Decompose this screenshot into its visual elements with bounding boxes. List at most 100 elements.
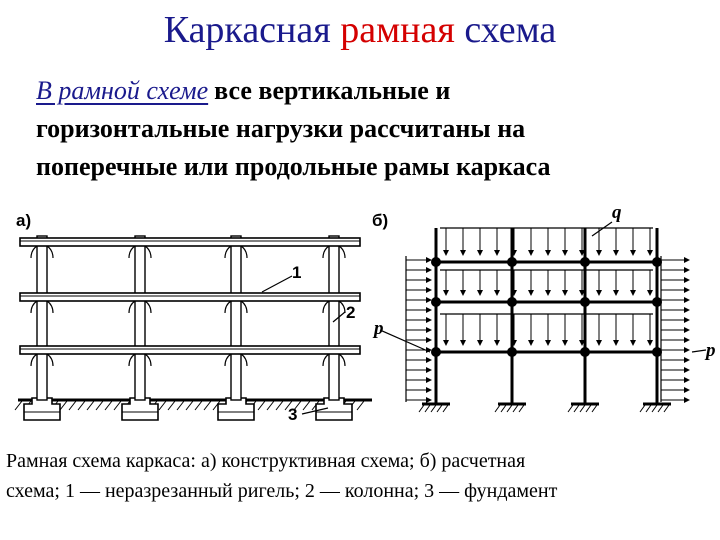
rigid-joint (652, 257, 662, 267)
load-arrowhead (613, 250, 619, 256)
load-arrowhead (460, 290, 466, 296)
column (328, 235, 340, 401)
label-3: 3 (288, 405, 297, 424)
load-arrowhead (596, 250, 602, 256)
girder (19, 237, 361, 247)
wind-arrowhead (684, 387, 690, 393)
support-hatch (579, 404, 586, 413)
support-hatch (430, 404, 437, 413)
hatch-stroke (284, 400, 293, 411)
wind-arrowhead (684, 397, 690, 403)
hatch-stroke (77, 400, 86, 411)
label-1: 1 (292, 263, 301, 282)
hatch-stroke (185, 400, 194, 411)
support-hatch (512, 404, 519, 413)
foundation (315, 397, 353, 421)
load-arrowhead (596, 290, 602, 296)
load-arrowhead (443, 340, 449, 346)
hatch-stroke (95, 400, 104, 411)
label-2: 2 (346, 303, 355, 322)
hatch-stroke (293, 400, 302, 411)
wind-arrowhead (684, 297, 690, 303)
support-hatch (651, 404, 658, 413)
load-arrowhead (596, 340, 602, 346)
intro-term: В рамной схеме (36, 76, 209, 105)
load-arrowhead (613, 340, 619, 346)
load-arrowhead (630, 340, 636, 346)
hatch-stroke (158, 400, 167, 411)
support-hatch (418, 404, 425, 413)
wind-arrowhead (426, 297, 432, 303)
hatch-stroke (14, 400, 23, 411)
figure-b: б) q p p (372, 202, 716, 413)
rigid-joint (507, 347, 517, 357)
load-arrowhead (443, 250, 449, 256)
wind-arrowhead (426, 377, 432, 383)
load-arrowhead (477, 250, 483, 256)
support-hatch (573, 404, 580, 413)
label-p-leader (379, 329, 431, 353)
load-arrowhead (562, 340, 568, 346)
hatch-stroke (59, 400, 68, 411)
support-hatch (442, 404, 449, 413)
hatch-stroke (104, 400, 113, 411)
wind-arrowhead (426, 257, 432, 263)
hatch-stroke (68, 400, 77, 411)
load-arrowhead (528, 250, 534, 256)
fixed-supports (418, 402, 671, 413)
rigid-joint (431, 257, 441, 267)
load-arrowhead (460, 340, 466, 346)
hatch-stroke (275, 400, 284, 411)
load-arrowhead (630, 290, 636, 296)
leader-lines (261, 275, 346, 415)
support-hatch (494, 404, 501, 413)
load-arrowhead (545, 250, 551, 256)
support-hatch (518, 404, 525, 413)
intro-line-2: горизонтальные нагрузки рассчитаны на (36, 114, 526, 143)
load-arrowhead (562, 250, 568, 256)
label-p-leader (691, 349, 707, 353)
support-hatch (506, 404, 513, 413)
support-hatch (639, 404, 646, 413)
wind-arrowhead (684, 377, 690, 383)
load-arrowhead (630, 250, 636, 256)
column (36, 235, 48, 401)
columns (30, 235, 346, 401)
load-arrowhead (647, 290, 653, 296)
load-arrowhead (528, 290, 534, 296)
wind-arrowhead (684, 367, 690, 373)
load-arrowhead (545, 290, 551, 296)
wind-arrowhead (426, 307, 432, 313)
wind-arrowhead (684, 317, 690, 323)
wind-arrowhead (684, 307, 690, 313)
foundations (23, 397, 353, 421)
girder (19, 345, 361, 355)
rigid-joint (507, 257, 517, 267)
foundation (121, 397, 159, 421)
foundation (23, 397, 61, 421)
wind-arrowhead (426, 357, 432, 363)
label-q: q (612, 202, 622, 223)
wind-arrowhead (426, 337, 432, 343)
figure-a: а) 1 2 3 (14, 211, 372, 424)
load-arrowhead (477, 340, 483, 346)
load-arrowhead (613, 290, 619, 296)
wind-arrowhead (684, 357, 690, 363)
wind-arrowhead (426, 387, 432, 393)
load-arrowhead (494, 340, 500, 346)
rigid-joint (652, 347, 662, 357)
load-arrowhead (647, 340, 653, 346)
hatch-stroke (167, 400, 176, 411)
label-p-right: p (704, 340, 716, 361)
rigid-joint (652, 297, 662, 307)
hatch-stroke (212, 400, 221, 411)
support-hatch (585, 404, 592, 413)
hatch-stroke (356, 400, 365, 411)
support-hatch (436, 404, 443, 413)
wind-arrowhead (426, 267, 432, 273)
wind-arrowhead (684, 287, 690, 293)
rigid-joint (580, 297, 590, 307)
foundation (217, 397, 255, 421)
